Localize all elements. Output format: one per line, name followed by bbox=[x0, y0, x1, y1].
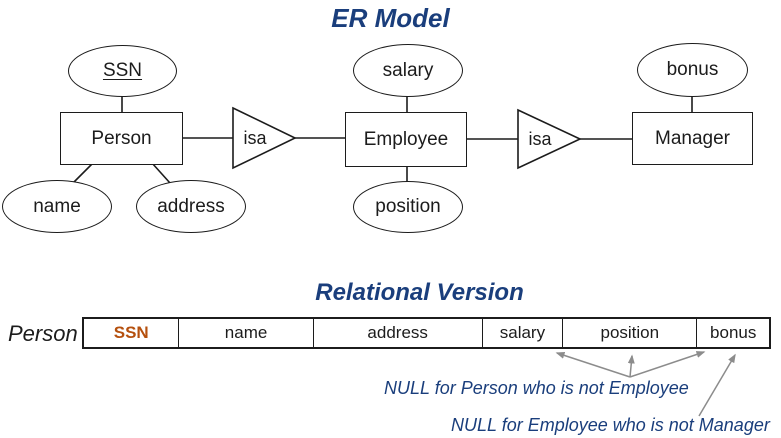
entity-manager: Manager bbox=[632, 112, 753, 165]
relation-schema-table: SSN name address salary position bonus bbox=[82, 317, 771, 349]
attribute-label-name: name bbox=[33, 195, 81, 217]
isa2-triangle bbox=[517, 108, 582, 170]
entity-person: Person bbox=[60, 112, 183, 165]
arrow-to-position bbox=[627, 354, 635, 378]
isa1-label: isa bbox=[243, 128, 267, 148]
arrow-to-salary bbox=[555, 352, 631, 378]
attribute-ellipse-salary: salary bbox=[353, 44, 463, 97]
relational-version-title: Relational Version bbox=[315, 279, 524, 306]
column-bonus: bonus bbox=[710, 323, 757, 342]
column-name: name bbox=[179, 319, 314, 347]
isa1-triangle bbox=[232, 106, 297, 170]
attribute-ellipse-bonus: bonus bbox=[637, 43, 748, 97]
attribute-label-bonus: bonus bbox=[666, 59, 719, 80]
attribute-ellipse-position: position bbox=[353, 181, 463, 233]
arrow-to-position-bonus bbox=[629, 351, 706, 378]
null-annotation-manager: NULL for Employee who is not Manager bbox=[451, 415, 770, 435]
attribute-ellipse-name: name bbox=[2, 180, 112, 233]
attribute-label-address: address bbox=[157, 195, 225, 217]
column-address: address bbox=[314, 319, 483, 347]
line-person-name bbox=[72, 162, 94, 184]
entity-label-person: Person bbox=[91, 127, 152, 149]
attribute-label-salary: salary bbox=[382, 59, 434, 81]
er-model-title: ER Model bbox=[331, 3, 450, 33]
entity-label-employee: Employee bbox=[363, 128, 449, 150]
entity-employee: Employee bbox=[345, 112, 467, 167]
attribute-label-ssn: SSN bbox=[102, 60, 143, 81]
attribute-ellipse-ssn: SSN bbox=[68, 45, 177, 97]
attribute-ellipse-address: address bbox=[136, 180, 246, 233]
line-person-address bbox=[151, 162, 171, 184]
column-ssn: SSN bbox=[84, 319, 180, 347]
relation-name: Person bbox=[8, 321, 78, 346]
attribute-label-position: position bbox=[375, 196, 441, 217]
isa2-label: isa bbox=[528, 129, 552, 149]
null-annotation-employee: NULL for Person who is not Employee bbox=[384, 378, 689, 398]
entity-label-manager: Manager bbox=[655, 127, 730, 149]
arrow-to-bonus bbox=[698, 353, 736, 417]
column-salary: salary bbox=[483, 319, 564, 347]
column-position: position bbox=[563, 319, 698, 347]
